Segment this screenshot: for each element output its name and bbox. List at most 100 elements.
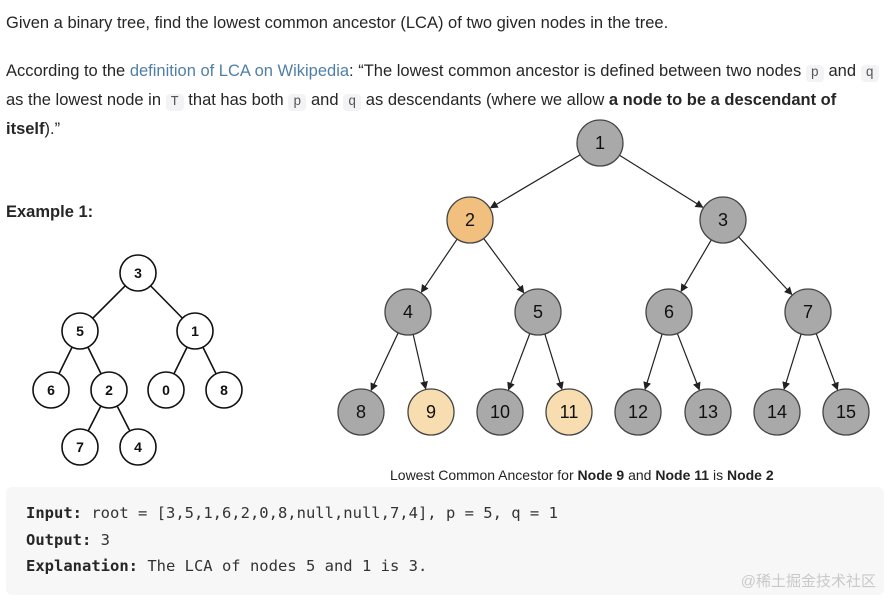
tree-arrow — [483, 238, 525, 294]
tree-arrow — [619, 154, 704, 208]
caption-and: and — [624, 467, 656, 483]
tree-node — [784, 288, 832, 336]
tree-node — [614, 388, 662, 436]
tree-node — [576, 119, 624, 167]
tree-node-label: 9 — [426, 402, 436, 422]
definition-lead: According to the — [6, 62, 130, 80]
tree-node-label: 12 — [628, 402, 648, 422]
tree-arrow — [815, 333, 839, 391]
problem-intro: Given a binary tree, find the lowest com… — [6, 14, 669, 32]
caption-lead: Lowest Common Ancestor for — [390, 467, 578, 483]
target-node — [407, 388, 455, 436]
tree-arrow — [782, 333, 802, 391]
output-label: Output: — [26, 530, 92, 549]
tree-arrow — [680, 239, 712, 293]
tree-node-label: 6 — [47, 382, 55, 398]
tree-node-label: 8 — [220, 382, 228, 398]
tree-node — [822, 388, 870, 436]
definition-mid: as the lowest node in — [6, 91, 166, 109]
code-p-2: p — [288, 94, 307, 111]
definition-and: and — [823, 62, 861, 80]
tree-node-label: 14 — [767, 402, 787, 422]
tree-arrow — [676, 333, 701, 391]
tree-arrow — [412, 334, 428, 390]
tree-node — [384, 288, 432, 336]
tree-node-label: 3 — [134, 265, 142, 281]
code-t: T — [165, 94, 184, 111]
tree-node — [147, 371, 185, 409]
tree-node — [119, 428, 157, 466]
tree-node-label: 8 — [356, 402, 366, 422]
tree-node — [119, 254, 157, 292]
target-node — [545, 388, 593, 436]
tree-node-label: 0 — [162, 382, 170, 398]
tree-node-label: 1 — [595, 133, 605, 153]
output-line: Output: 3 — [26, 527, 884, 554]
tree-node — [645, 288, 693, 336]
tree-node-label: 2 — [465, 210, 475, 230]
wikipedia-link[interactable]: definition of LCA on Wikipedia — [129, 62, 350, 80]
caption-result-node: Node 2 — [726, 467, 774, 483]
caption-node-a: Node 9 — [577, 467, 625, 483]
tree-node-label: 5 — [76, 323, 84, 339]
tree-node-label: 7 — [76, 439, 84, 455]
tree-node — [176, 312, 214, 350]
explanation-line: Explanation: The LCA of nodes 5 and 1 is… — [26, 553, 884, 580]
output-value: 3 — [91, 530, 110, 549]
tree-arrow — [507, 333, 531, 391]
tree-node-label: 7 — [803, 302, 813, 322]
input-line: Input: root = [3,5,1,6,2,0,8,null,null,7… — [26, 500, 884, 527]
tree-arrow — [544, 333, 564, 391]
lca-definition: According to the definition of LCA on Wi… — [6, 58, 886, 143]
lca-node — [446, 196, 494, 244]
example-title: Example 1: — [6, 203, 94, 221]
definition-bold: a node to be a descendant of itself — [6, 91, 837, 138]
definition-end: ).” — [44, 120, 61, 138]
tree-node-label: 1 — [191, 323, 199, 339]
tree-node — [514, 288, 562, 336]
tree-node — [32, 371, 70, 409]
caption-node-b: Node 11 — [655, 467, 710, 483]
tree-node — [205, 371, 243, 409]
tree-arrow — [489, 154, 581, 209]
tree-node — [476, 388, 524, 436]
example-code-block: Input: root = [3,5,1,6,2,0,8,null,null,7… — [6, 487, 884, 595]
input-value: root = [3,5,1,6,2,0,8,null,null,7,4], p … — [82, 504, 558, 522]
definition-descendants: as descendants (where we allow — [361, 91, 609, 109]
definition-has-both: that has both — [183, 91, 289, 109]
tree-node-label: 3 — [718, 210, 728, 230]
tree-arrow — [420, 238, 458, 293]
explanation-label: Explanation: — [26, 557, 138, 575]
definition-and-2: and — [306, 91, 344, 109]
tree-node-label: 15 — [836, 402, 856, 422]
input-label: Input: — [26, 504, 82, 522]
tree-node — [699, 196, 747, 244]
tree-node-label: 6 — [664, 302, 674, 322]
tree-node — [684, 388, 732, 436]
tree-node-label: 10 — [490, 402, 510, 422]
watermark: @稀土掘金技术社区 — [740, 573, 876, 590]
tree-arrow — [643, 333, 663, 391]
tree-node — [753, 388, 801, 436]
explanation-value: The LCA of nodes 5 and 1 is 3. — [137, 557, 428, 575]
tree-node-label: 4 — [134, 439, 142, 455]
code-q: q — [860, 65, 879, 82]
tree-node — [61, 312, 99, 350]
tree-arrow — [370, 332, 399, 392]
tree-node-label: 2 — [105, 382, 113, 398]
definition-quote-start: : “The lowest common ancestor is defined… — [349, 62, 806, 80]
caption-is: is — [709, 467, 727, 483]
tree-node — [90, 371, 128, 409]
tree-node — [61, 428, 99, 466]
tree-arrow — [738, 236, 793, 296]
code-p: p — [805, 65, 824, 82]
tree-node-label: 11 — [560, 402, 579, 422]
tree-node-label: 5 — [533, 302, 543, 322]
code-q-2: q — [343, 94, 362, 111]
tree-node-label: 4 — [403, 302, 413, 322]
lca-diagram-caption: Lowest Common Ancestor for Node 9 and No… — [390, 465, 774, 485]
tree-node — [337, 388, 385, 436]
tree-node-label: 13 — [698, 402, 718, 422]
